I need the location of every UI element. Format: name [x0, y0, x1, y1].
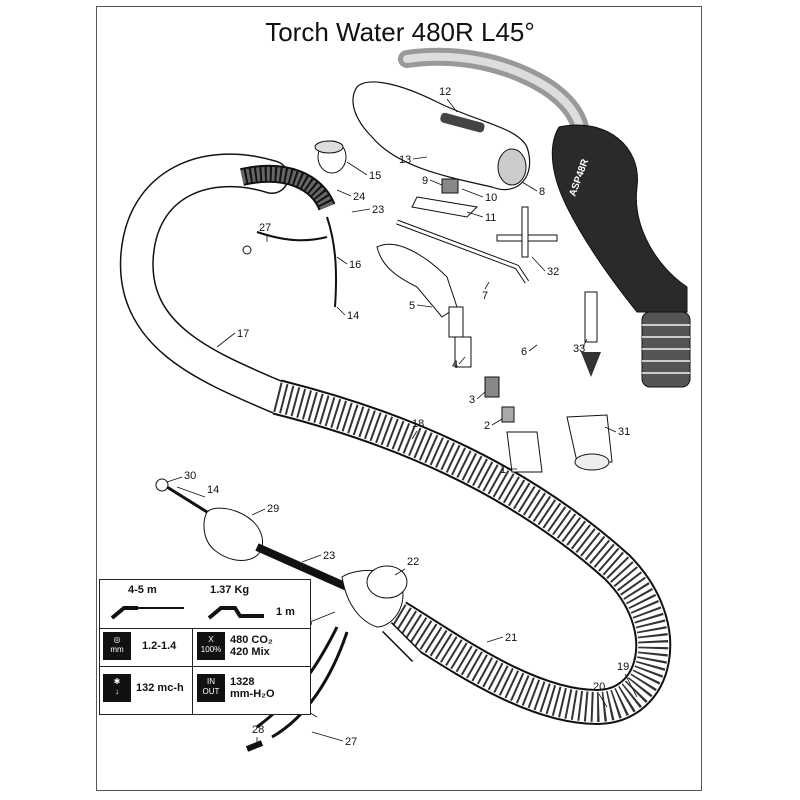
cable-hose [119, 153, 672, 726]
part-number-28: 28 [252, 724, 264, 736]
part-number-17: 17 [237, 328, 249, 340]
pressure-drop-unit: mm-H₂O [230, 688, 275, 700]
part-number-5: 5 [409, 300, 415, 312]
coolant-flow-icon: ✱↓ [103, 674, 131, 702]
part-number-27b: 27 [345, 736, 357, 748]
part-number-32: 32 [547, 266, 559, 278]
cable-length-value: 4-5 m [128, 584, 157, 596]
cable-length-icon [110, 606, 264, 620]
part-number-8: 8 [539, 186, 545, 198]
row-divider [100, 628, 310, 629]
part-number-23b: 23 [323, 550, 335, 562]
part-number-21: 21 [505, 632, 517, 644]
part-number-22: 22 [407, 556, 419, 568]
torch-handle: ASP48R [398, 47, 691, 388]
part-number-12: 12 [439, 86, 451, 98]
part-number-6: 6 [521, 346, 527, 358]
part-number-33: 33 [573, 343, 585, 355]
exploded-view-drawing: ASP48R [119, 47, 691, 752]
pressure-drop-value: 1328 [230, 676, 255, 688]
parts-diagram-sheet: Torch Water 480R L45° ASP48R [96, 6, 702, 791]
weight-per-length: 1 m [276, 606, 295, 618]
part-number-4: 4 [452, 359, 458, 371]
weight-value: 1.37 Kg [210, 584, 250, 596]
part-number-14b: 14 [207, 484, 219, 496]
part-number-29: 29 [267, 503, 279, 515]
part-number-15: 15 [369, 170, 381, 182]
part-number-30: 30 [184, 470, 196, 482]
coolant-flow-value: 132 mc-h [136, 682, 184, 694]
part-number-16: 16 [349, 259, 361, 271]
part-number-20: 20 [593, 681, 605, 693]
part-number-11: 11 [485, 212, 496, 224]
part-number-23: 23 [372, 204, 384, 216]
part-number-14: 14 [347, 310, 359, 322]
wire-diameter-icon: ◎mm [103, 632, 131, 660]
row-divider [100, 666, 310, 667]
diagram-title: Torch Water 480R L45° [265, 17, 535, 47]
part-number-10: 10 [485, 192, 497, 204]
part-number-2: 2 [484, 420, 490, 432]
part-number-27: 27 [259, 222, 271, 234]
part-number-24: 24 [353, 191, 365, 203]
part-number-18: 18 [412, 418, 424, 430]
part-number-13: 13 [399, 154, 411, 166]
part-number-3: 3 [469, 394, 475, 406]
part-number-9: 9 [422, 175, 428, 187]
small-parts [240, 140, 613, 473]
col-divider [192, 628, 193, 714]
part-number-7: 7 [482, 290, 488, 302]
part-number-19: 19 [617, 661, 629, 673]
current-co2-value: 480 CO₂ [230, 634, 273, 646]
current-mix-value: 420 Mix [230, 646, 270, 658]
part-number-1: 1 [500, 464, 506, 476]
rear-connector [155, 478, 422, 752]
handle-shell [352, 81, 531, 191]
wire-diameter-value: 1.2-1.4 [142, 640, 177, 652]
part-number-31: 31 [618, 426, 630, 438]
